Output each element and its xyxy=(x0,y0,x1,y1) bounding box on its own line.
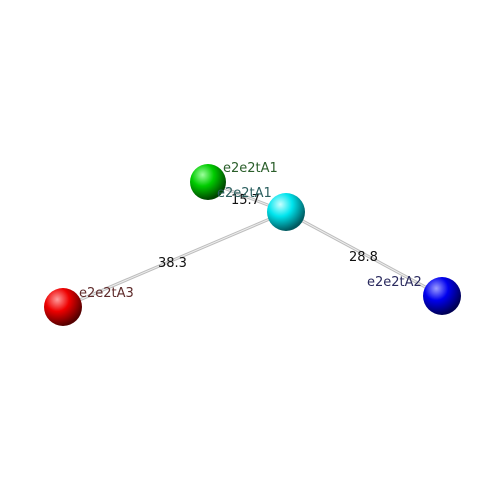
red-sphere-icon[interactable] xyxy=(44,288,82,326)
edge-cyan-blue: 28.8 xyxy=(285,210,443,298)
edge-line-highlight xyxy=(285,211,443,297)
green-sphere-icon[interactable] xyxy=(190,164,226,200)
node-cyan[interactable]: e2e2tA1 xyxy=(217,186,305,231)
node-red[interactable]: e2e2tA3 xyxy=(44,286,134,326)
edge-label: 15.7 xyxy=(231,193,260,208)
node-label: e2e2tA2 xyxy=(367,275,422,290)
node-label: e2e2tA3 xyxy=(79,286,134,301)
node-blue[interactable]: e2e2tA2 xyxy=(367,275,461,315)
edge-label: 28.8 xyxy=(349,250,378,265)
node-label: e2e2tA1 xyxy=(217,186,272,201)
cyan-sphere-icon[interactable] xyxy=(267,193,305,231)
node-label: e2e2tA1 xyxy=(223,161,278,176)
blue-sphere-icon[interactable] xyxy=(423,277,461,315)
node-green[interactable]: e2e2tA1 xyxy=(190,161,278,200)
edge-line-highlight xyxy=(62,211,287,308)
edge-cyan-red: 38.3 xyxy=(62,210,287,309)
edge-label: 38.3 xyxy=(158,256,187,271)
